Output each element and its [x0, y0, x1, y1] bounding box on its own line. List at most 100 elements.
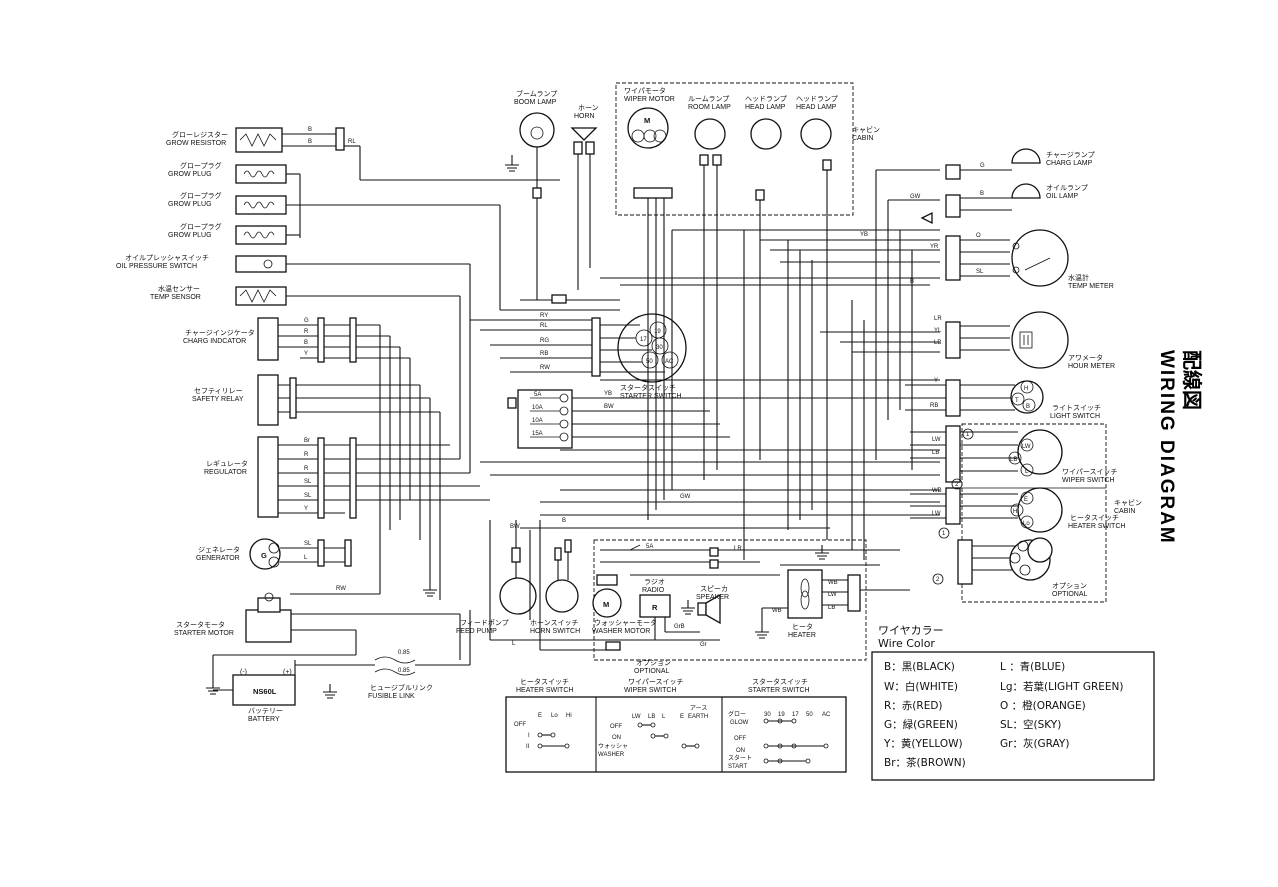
wire-label: RW	[336, 586, 346, 592]
regulator-en: REGULATOR	[204, 469, 247, 476]
wire-label: B	[562, 518, 566, 524]
battery-en: BATTERY	[248, 716, 280, 723]
heater-row-off: OFF	[514, 722, 526, 728]
switch-tables: ヒータスイッチ HEATER SWITCH E Lo Hi OFF I II ワ…	[505, 677, 847, 773]
starter-row-glow-en: GLOW	[730, 720, 749, 726]
cabin-top-jp: キャビン	[852, 125, 880, 134]
glow-plug-3	[235, 225, 287, 245]
wire-label: B	[304, 340, 308, 346]
temp-sensor	[235, 286, 287, 306]
heater-terminal-lo: Lo	[1023, 521, 1030, 527]
starter-row-on: ON	[736, 748, 745, 754]
horn-en: HORN	[574, 113, 595, 120]
safety-relay	[257, 374, 279, 426]
wiper-col-e: E	[680, 714, 684, 720]
heater-table-jp: ヒータスイッチ	[520, 677, 569, 686]
light-terminal-t: T	[1015, 398, 1019, 404]
heater-switch-en: HEATER SWITCH	[1068, 523, 1125, 530]
wiper-row-on: ON	[612, 735, 621, 741]
wire-label: WB	[932, 488, 942, 494]
charge-lamp	[1011, 148, 1041, 164]
wiper-motor-jp: ワイパモータ	[624, 86, 666, 95]
temp-meter-en: TEMP METER	[1068, 283, 1114, 290]
wire-label: RB	[930, 403, 938, 409]
fuse-1: 5A	[534, 392, 541, 398]
starter-terminal-ac: AC	[665, 359, 674, 365]
fuse-2: 10A	[532, 405, 543, 411]
starter-col-50: 50	[806, 712, 813, 718]
glow-plug-2-en: GROW PLUG	[168, 201, 212, 208]
wire-label: GW	[680, 494, 691, 500]
starter-table-jp: スタータスイッチ	[752, 677, 808, 686]
heater	[761, 569, 861, 624]
wire-label: Br	[304, 438, 310, 444]
head-lamp-2	[800, 118, 832, 171]
svg-text:M: M	[644, 116, 650, 125]
glow-plug-2	[235, 195, 287, 215]
svg-text:(-): (-)	[240, 669, 247, 676]
regulator	[257, 436, 279, 518]
radio-jp: ラジオ	[644, 578, 665, 586]
wiper-washer-en: WASHER	[598, 752, 625, 758]
starter-row-off: OFF	[734, 736, 746, 742]
glow-resistor-en: GROW RESISTOR	[166, 140, 226, 147]
starter-row-start-jp: スタート	[728, 754, 752, 762]
wire-label: LW	[828, 592, 837, 598]
wire-label: BW	[604, 404, 614, 410]
starter-table-en: STARTER SWITCH	[748, 687, 810, 694]
starter-motor-jp: スタータモータ	[176, 620, 225, 629]
safety-relay-en: SAFETY RELAY	[192, 396, 244, 403]
page-title: 配線図 WIRING DIAGRAM	[1156, 350, 1204, 545]
wire-label: RL	[348, 139, 356, 145]
wire-label: B	[308, 127, 312, 133]
glow-resistor-jp: グローレジスター	[172, 130, 228, 139]
ground-symbols	[206, 155, 829, 699]
wire-label: WB	[772, 608, 782, 614]
wiper-earth-en: EARTH	[688, 714, 708, 720]
glow-resistor	[235, 127, 283, 153]
legend-title-jp: ワイヤカラー	[878, 624, 944, 637]
head-lamp-1	[750, 118, 782, 201]
optional-frame	[593, 539, 867, 661]
wiper-table-en: WIPER SWITCH	[624, 687, 677, 694]
starter-col-19: 19	[778, 712, 785, 718]
wire-label: GW	[910, 194, 921, 200]
starter-terminal-30: 30	[656, 345, 663, 351]
horn	[570, 127, 598, 290]
cabin-side-jp: キャビン	[1114, 498, 1142, 507]
hour-meter-jp: アワメータ	[1068, 353, 1103, 362]
title-en: WIRING DIAGRAM	[1156, 350, 1177, 545]
legend-item: G：緑(GREEN)	[884, 718, 958, 731]
wire-label: L	[512, 641, 516, 647]
wiper-col-lw: LW	[632, 714, 641, 720]
glow-plug-1-en: GROW PLUG	[168, 171, 212, 178]
generator-jp: ジェネレータ	[198, 545, 240, 554]
light-switch-en: LIGHT SWITCH	[1050, 413, 1100, 420]
washer-motor-en: WASHER MOTOR	[592, 628, 650, 635]
generator-en: GENERATOR	[196, 555, 240, 562]
light-switch-jp: ライトスイッチ	[1052, 404, 1101, 412]
optional-bottom-en: OPTIONAL	[634, 668, 670, 675]
feed-pump	[499, 520, 537, 615]
wiper-motor-en: WIPER MOTOR	[624, 96, 675, 103]
wiper-motor: M	[627, 107, 673, 199]
starter-motor-en: STARTER MOTOR	[174, 630, 234, 637]
battery: (-) (+)	[232, 669, 296, 706]
glow-plug-1-jp: グロープラグ	[180, 161, 222, 170]
heater-col-hi: Hi	[566, 713, 572, 719]
wire-label: RG	[540, 338, 549, 344]
starter-row-start-en: START	[728, 764, 747, 770]
wire-label: Y	[304, 506, 308, 512]
optional-jp: オプション	[1052, 582, 1087, 590]
speaker-en: SPEAKER	[696, 594, 729, 601]
temp-meter	[1011, 229, 1069, 287]
heater-jp: ヒータ	[792, 622, 813, 631]
feed-pump-en: FEED PUMP	[456, 628, 497, 635]
legend-item: R：赤(RED)	[884, 700, 943, 712]
temp-sensor-en: TEMP SENSOR	[150, 294, 201, 301]
starter-terminal-labels: 19 17 30 50 AC	[640, 329, 674, 365]
wiper-washer-jp: ウォッシャ	[598, 742, 628, 750]
wire-label: LR	[934, 316, 942, 322]
wire-label: YL	[934, 328, 942, 334]
wire-label: WB	[828, 580, 838, 586]
